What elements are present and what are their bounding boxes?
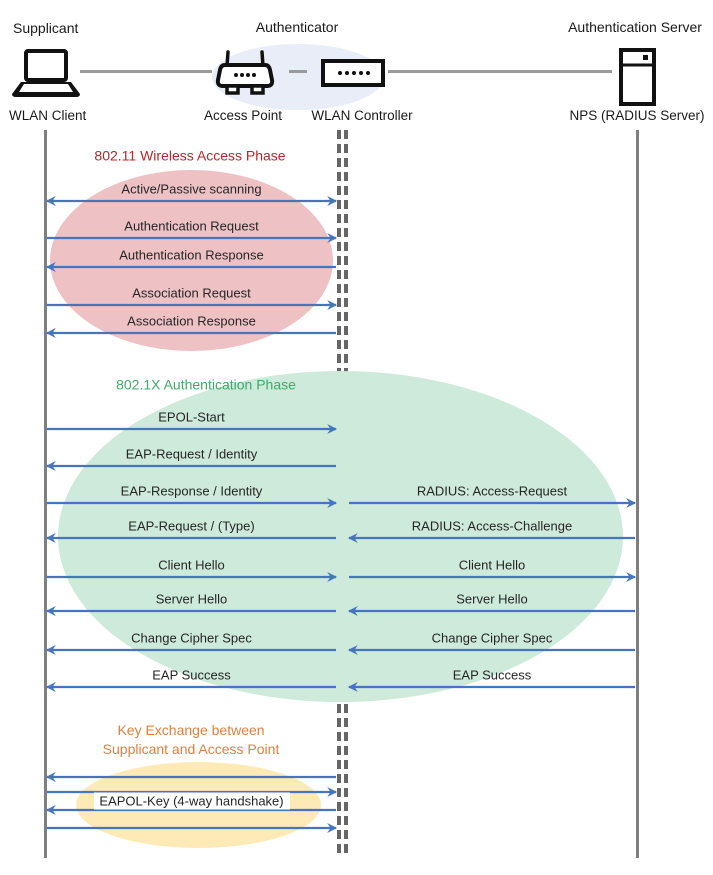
message-label: Change Cipher Spec	[131, 630, 252, 646]
message-label: Server Hello	[456, 591, 528, 607]
message-label: EAP Success	[452, 667, 532, 683]
message-label: RADIUS: Access-Request	[416, 483, 568, 499]
server-icon	[618, 47, 658, 112]
wlan-controller-label: WLAN Controller	[311, 108, 413, 123]
message-label: Association Request	[132, 285, 251, 301]
message-label: Server Hello	[155, 591, 228, 607]
message-label: Authentication Request	[124, 218, 259, 234]
message-label: Authentication Response	[119, 247, 264, 263]
phase2-ellipse	[58, 371, 623, 702]
message-label: Client Hello	[458, 557, 526, 573]
message-label: Association Response	[127, 313, 256, 329]
message-label: EPOL-Start	[158, 409, 225, 425]
auth-server-role-label: Authentication Server	[568, 19, 702, 35]
client-to-ap-connector	[80, 70, 212, 73]
message-label: EAP Success	[152, 667, 231, 683]
controller-to-server-connector	[388, 70, 612, 73]
message-label: Client Hello	[158, 557, 225, 573]
supplicant-role-label: Supplicant	[13, 20, 79, 36]
ap-to-controller-connector	[289, 70, 307, 73]
phase3-title: Key Exchange between Supplicant and Acce…	[102, 722, 280, 757]
laptop-icon	[10, 48, 82, 105]
wlan-client-label: WLAN Client	[9, 108, 87, 123]
phase2-title: 802.1X Authentication Phase	[116, 376, 296, 393]
phase1-title: 802.11 Wireless Access Phase	[94, 147, 286, 164]
message-label: EAP-Response / Identity	[120, 483, 263, 499]
message-label: Change Cipher Spec	[431, 630, 553, 646]
nps-radius-server-label: NPS (RADIUS Server)	[569, 108, 705, 123]
message-label: EAP-Request / Identity	[125, 446, 258, 462]
auth-server-lifeline	[636, 130, 639, 858]
authenticator-role-label: Authenticator	[255, 19, 339, 35]
message-label: EAP-Request / (Type)	[128, 518, 255, 534]
access-point-icon	[215, 50, 275, 103]
supplicant-lifeline	[44, 130, 47, 858]
access-point-label: Access Point	[203, 108, 283, 123]
message-label: RADIUS: Access-Challenge	[411, 518, 573, 534]
wlan-controller-icon	[321, 59, 385, 92]
message-label: Active/Passive scanning	[121, 181, 262, 197]
message-label: EAPOL-Key (4-way handshake)	[93, 792, 290, 810]
